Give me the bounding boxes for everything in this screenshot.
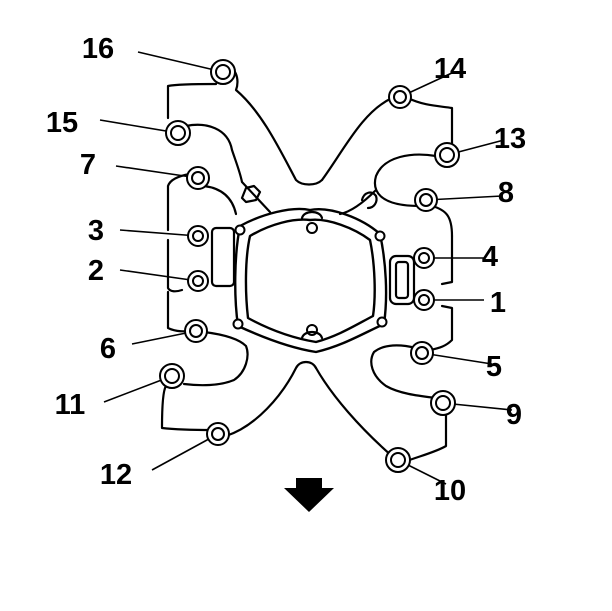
bolt-label-16: 16 (82, 33, 114, 65)
leader-line-15 (99, 119, 179, 134)
leader-line-12 (151, 433, 219, 471)
bolt-hole-16 (215, 64, 231, 80)
right-port (388, 254, 416, 306)
leader-line-3 (119, 229, 199, 237)
gasket-hole-bottom-right (376, 316, 388, 328)
bolt-hole-2 (192, 275, 204, 287)
bolt-label-8: 8 (498, 177, 514, 209)
bolt-hole-10 (390, 452, 406, 468)
bolt-hole-4 (418, 252, 430, 264)
center-gasket (232, 207, 388, 354)
bolt-hole-3 (192, 230, 204, 242)
leader-line-7 (115, 165, 199, 179)
bolt-label-7: 7 (80, 149, 96, 181)
bolt-label-10: 10 (434, 475, 466, 507)
gasket-hole-top-left (234, 224, 246, 236)
bolt-label-14: 14 (434, 53, 466, 85)
bolt-label-1: 1 (490, 287, 506, 319)
bolt-hole-13 (439, 147, 455, 163)
bolt-hole-11 (164, 368, 180, 384)
bolt-hole-8 (419, 193, 433, 207)
bolt-label-3: 3 (88, 215, 104, 247)
gasket-hole-top-right (374, 230, 386, 242)
bolt-hole-14 (393, 90, 407, 104)
bolt-label-13: 13 (494, 123, 526, 155)
bolt-label-2: 2 (88, 255, 104, 287)
gasket-hole-bottom-center (306, 324, 318, 336)
bolt-hole-15 (170, 125, 186, 141)
bolt-hole-5 (415, 346, 429, 360)
leader-line-2 (119, 269, 199, 282)
bolt-label-5: 5 (486, 351, 502, 383)
bolt-hole-6 (189, 324, 203, 338)
bolt-label-11: 11 (55, 389, 86, 421)
bolt-hole-12 (211, 427, 225, 441)
leader-line-8 (425, 195, 503, 201)
bolt-label-12: 12 (100, 459, 132, 491)
gasket-hole-top-center (306, 222, 318, 234)
bolt-hole-9 (435, 395, 451, 411)
bolt-label-9: 9 (506, 399, 522, 431)
bolt-hole-1 (418, 294, 430, 306)
gasket-hole-bottom-left (232, 318, 244, 330)
arrow-down-icon (284, 478, 334, 512)
bolt-label-6: 6 (100, 333, 116, 365)
bolt-label-15: 15 (46, 107, 78, 139)
bolt-hole-7 (191, 171, 205, 185)
left-port (210, 226, 236, 288)
leader-line-16 (137, 51, 224, 73)
bolt-label-4: 4 (482, 241, 498, 273)
